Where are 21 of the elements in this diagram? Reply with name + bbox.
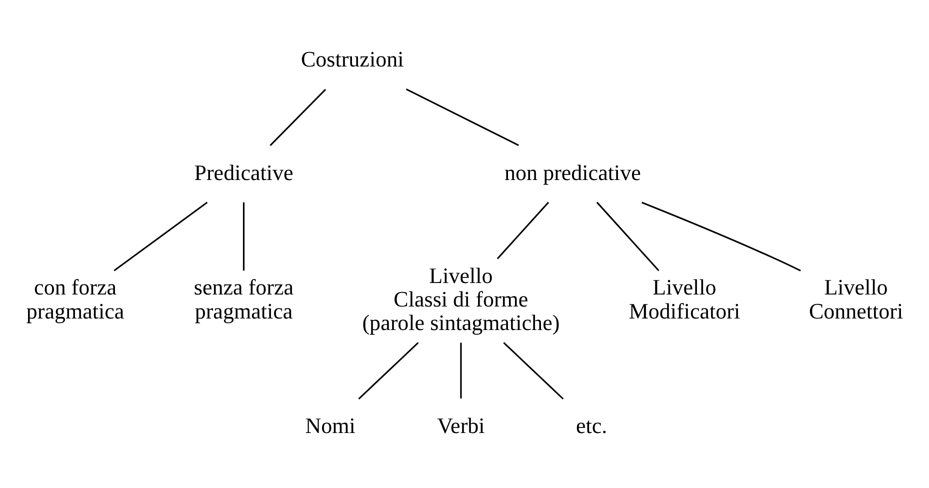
node-text: Livello Classi di forme (parole sintagmatiche) [362, 262, 560, 336]
node-text: senza forza pragmatica [194, 274, 294, 324]
node-text: Nomi [305, 413, 356, 438]
connector [242, 202, 245, 271]
connector [270, 88, 326, 146]
connector [503, 342, 564, 400]
connector [114, 202, 208, 272]
node-text: con forza pragmatica [26, 274, 124, 324]
node-text: Livello Modificatori [628, 274, 740, 324]
connector [358, 342, 419, 400]
node-text: non predicative [504, 160, 641, 185]
connector [460, 342, 462, 399]
node-text: Livello Connettori [808, 274, 904, 324]
connector [406, 88, 519, 146]
node-text: Costruzioni [300, 46, 404, 72]
connector [596, 202, 660, 272]
node-text: etc. [576, 413, 608, 438]
node-text: Verbi [437, 413, 485, 438]
connector [496, 202, 550, 260]
node-text: Predicative [194, 160, 294, 185]
connector [642, 202, 801, 272]
